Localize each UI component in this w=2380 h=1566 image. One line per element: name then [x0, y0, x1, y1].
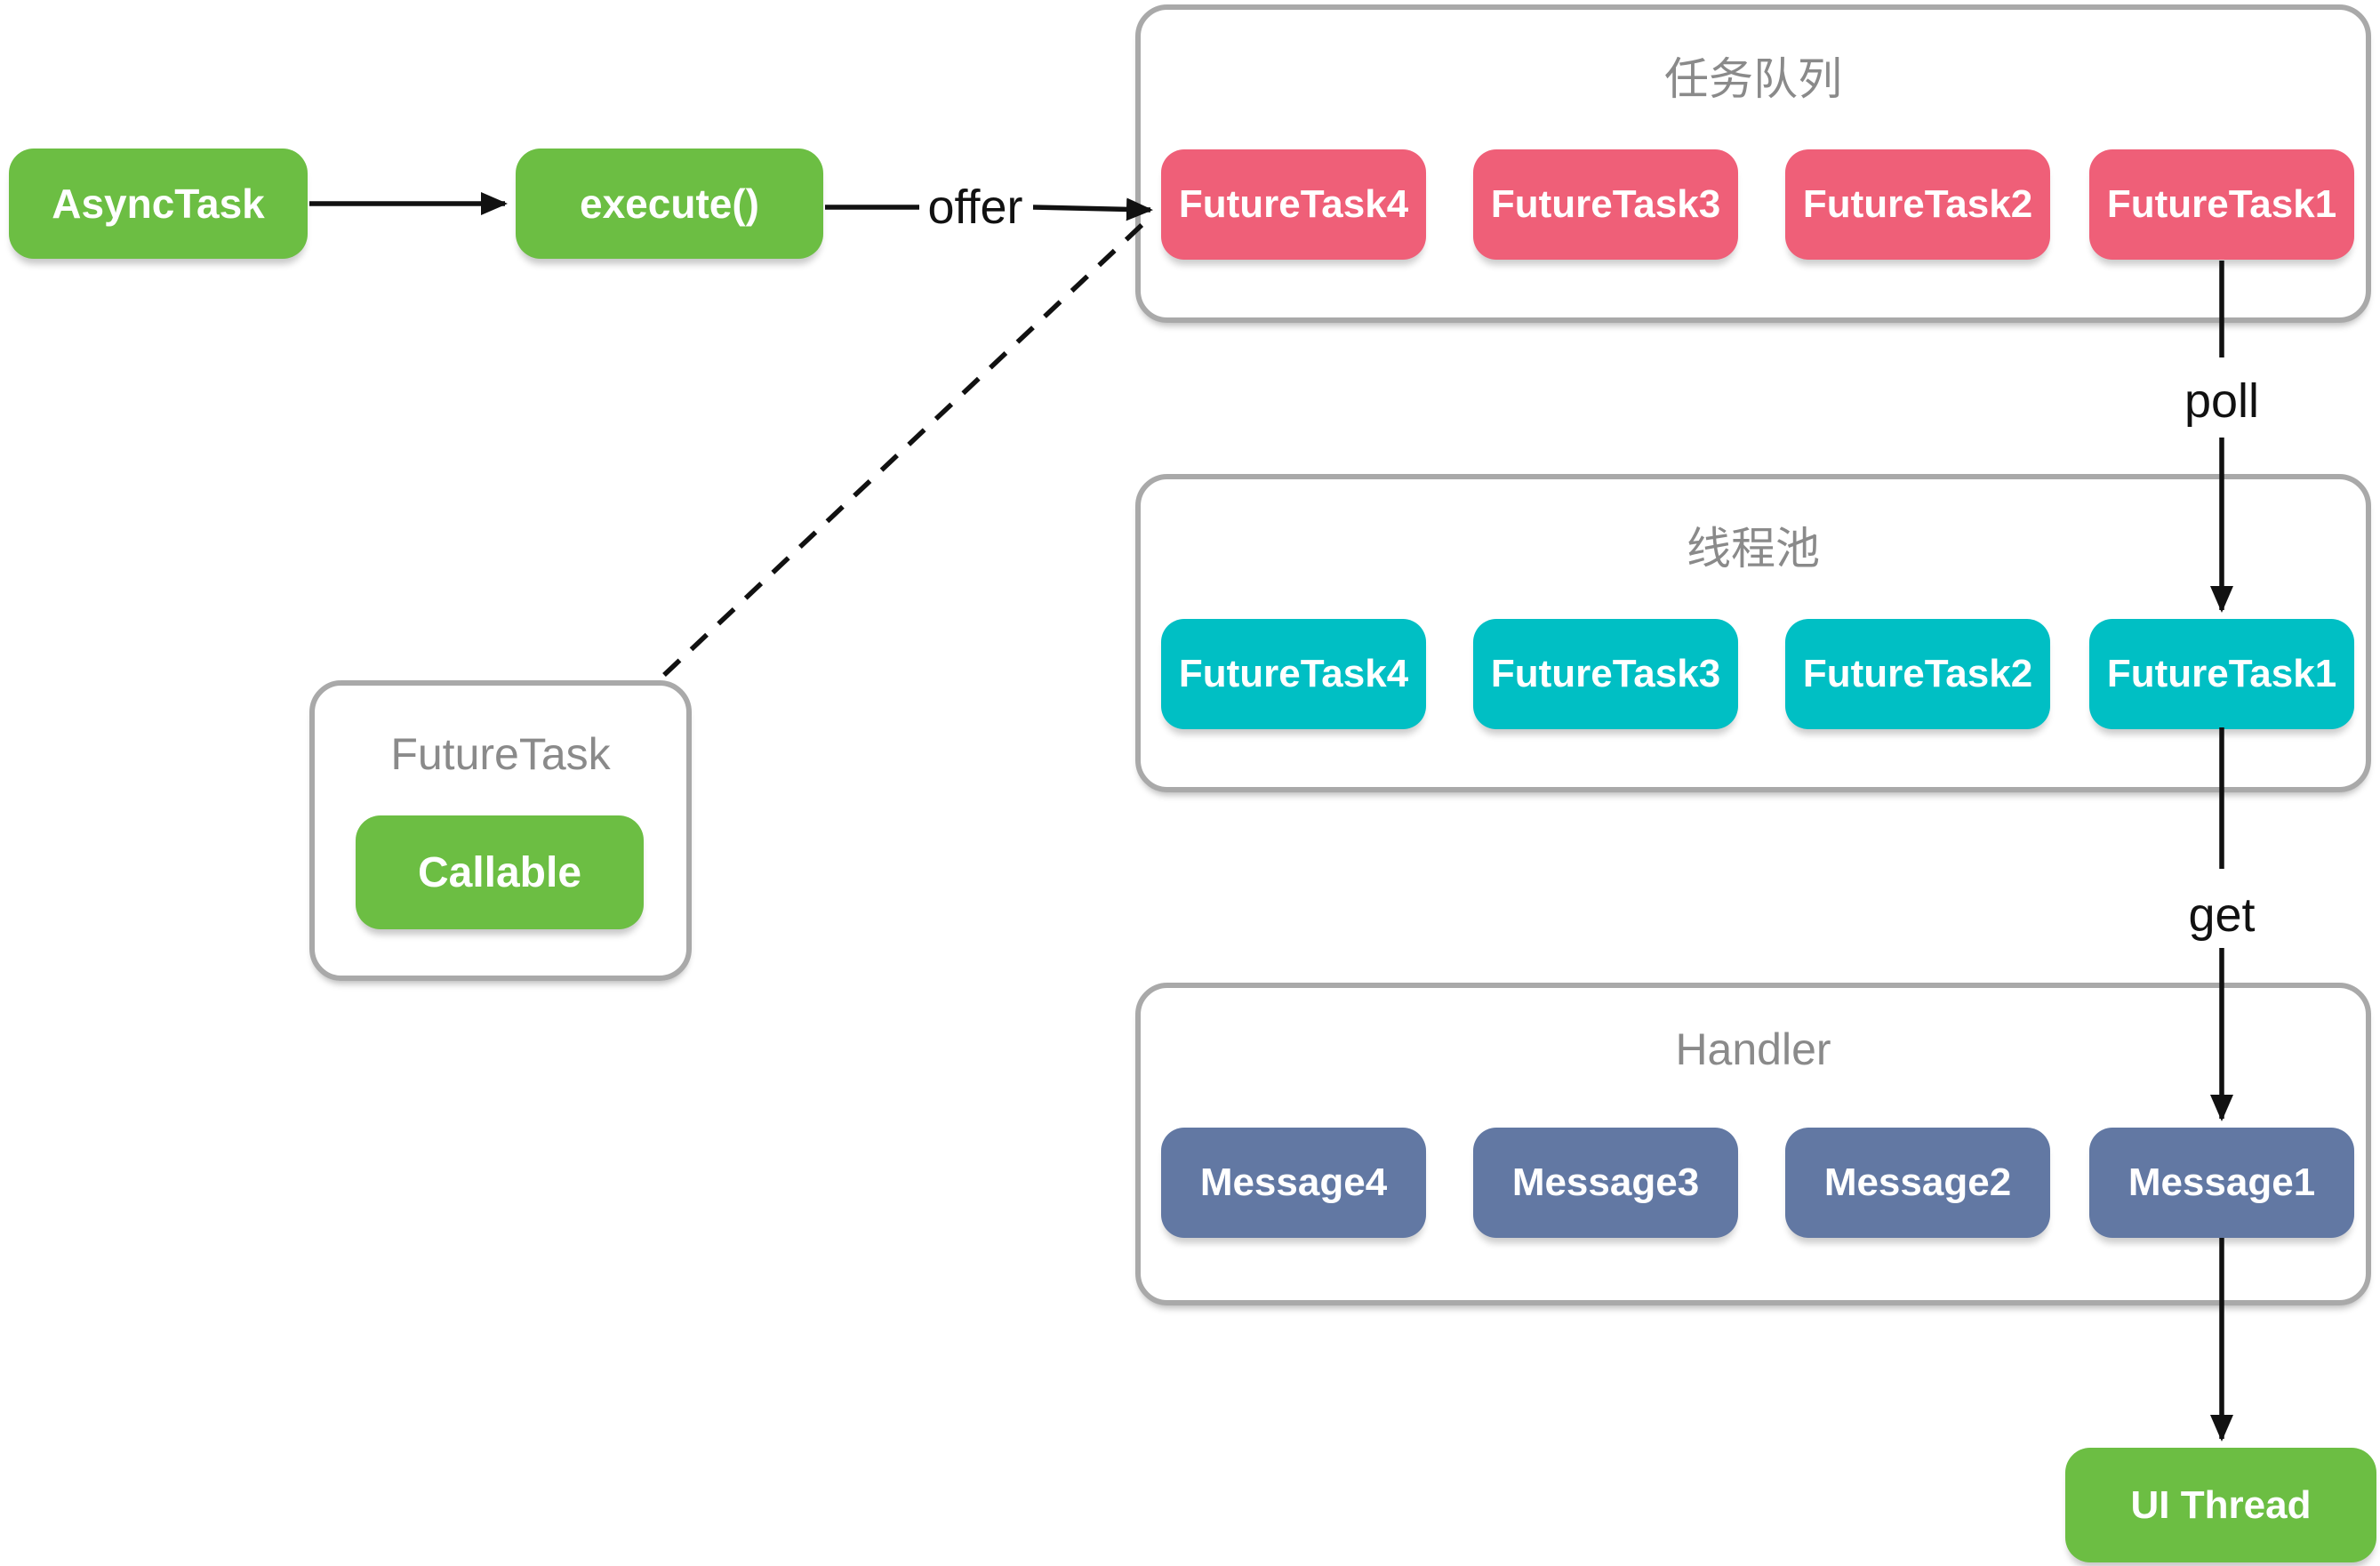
handler-message1: Message1	[2089, 1128, 2354, 1238]
get-label: get	[2188, 888, 2256, 942]
thread-pool-title: 线程池	[1687, 524, 1820, 574]
edge-offer-to-queue	[1032, 197, 1153, 221]
ui-thread-node: UI Thread	[2065, 1448, 2376, 1562]
futuretask-group: FutureTask	[309, 680, 692, 981]
queue-futuretask4: FutureTask4	[1161, 149, 1426, 260]
poll-label: poll	[2184, 374, 2260, 428]
task-queue-title: 任务队列	[1664, 54, 1842, 104]
pool-futuretask2: FutureTask2	[1785, 619, 2050, 729]
handler-message3: Message3	[1473, 1128, 1738, 1238]
callable-node: Callable	[356, 815, 644, 929]
futuretask-group-title: FutureTask	[390, 729, 611, 779]
offer-label: offer	[927, 181, 1023, 234]
asynctask-node: AsyncTask	[9, 149, 308, 259]
pool-futuretask3: FutureTask3	[1473, 619, 1738, 729]
queue-futuretask3: FutureTask3	[1473, 149, 1738, 260]
pool-futuretask1: FutureTask1	[2089, 619, 2354, 729]
handler-title: Handler	[1675, 1024, 1831, 1074]
task-queue-group: 任务队列	[1135, 4, 2371, 323]
pool-futuretask4: FutureTask4	[1161, 619, 1426, 729]
handler-message2: Message2	[1785, 1128, 2050, 1238]
edge-futuretask-dashed	[662, 212, 1155, 678]
execute-node: execute()	[516, 149, 823, 259]
handler-group: Handler	[1135, 983, 2371, 1305]
queue-futuretask1: FutureTask1	[2089, 149, 2354, 260]
handler-message4: Message4	[1161, 1128, 1426, 1238]
queue-futuretask2: FutureTask2	[1785, 149, 2050, 260]
